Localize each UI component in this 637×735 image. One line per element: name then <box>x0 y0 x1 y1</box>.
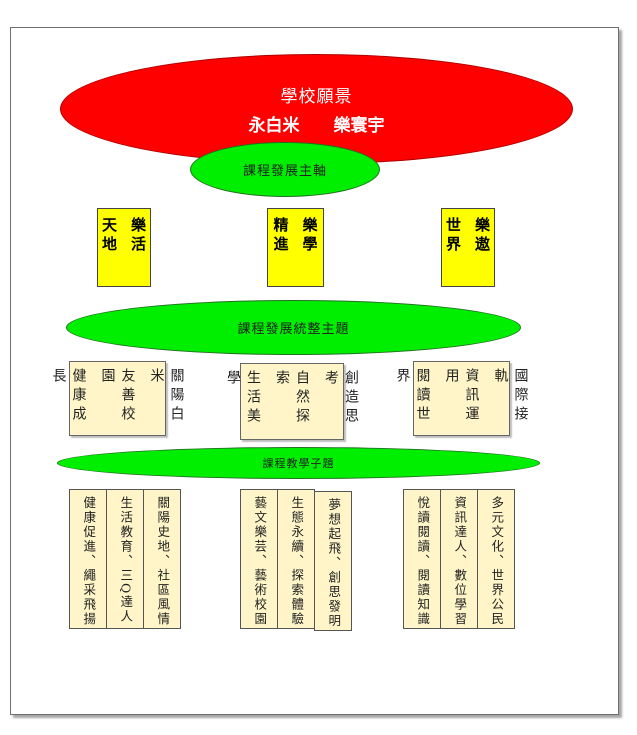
subtheme-text: 悅讀閱讀、閱讀知識 <box>415 496 431 627</box>
vision-items: 永白米 樂寰宇 <box>235 111 399 136</box>
subtheme-text: 藝文樂芸、藝術校園 <box>252 496 268 627</box>
theme-text: 國際接軌 <box>492 368 529 425</box>
subtheme-cell: 藝文樂芸、藝術校園 <box>240 489 278 629</box>
vision-item-1: 永白米 <box>248 116 300 136</box>
pillar-text: 樂學 <box>300 217 319 255</box>
subtheme-cell: 夢想起飛、創思發明 <box>314 491 352 631</box>
pillar-text: 樂活 <box>129 217 147 255</box>
subtheme-text: 夢想起飛、創思發明 <box>326 498 342 629</box>
main-axis-ellipse: 課程發展主軸 <box>190 142 380 197</box>
theme-text: 創造思考 <box>323 370 359 427</box>
theme-box-1: 關陽白米 友善校園 健康成長 <box>51 361 185 436</box>
subtheme-cell: 資訊達人、數位學習 <box>440 489 478 629</box>
theme-text: 生活美學 <box>225 370 261 427</box>
subtheme-text: 多元文化、世界公民 <box>489 496 505 627</box>
subtheme-text: 生活教育、三Q達人 <box>118 496 134 625</box>
subtheme-text: 生態永續、探索體驗 <box>289 496 305 627</box>
vision-item-2: 樂寰宇 <box>333 116 385 136</box>
subtheme-cell: 健康促進、繩采飛揚 <box>69 489 107 629</box>
pillar-text: 天地 <box>100 217 118 255</box>
pillar-box-1: 樂活 天地 <box>97 208 151 287</box>
subtheme-cell: 生活教育、三Q達人 <box>106 489 144 629</box>
pillar-text: 樂遨 <box>473 217 491 255</box>
theme-text: 健康成長 <box>50 368 87 425</box>
subtheme-cell: 關陽史地、社區風情 <box>143 489 181 629</box>
subtheme-text: 健康促進、繩采飛揚 <box>81 496 97 627</box>
theme-box-2: 創造思考 自然探索 生活美學 <box>225 363 359 440</box>
pillar-box-2: 樂學 精進 <box>267 208 324 287</box>
vision-title: 學校願景 <box>280 87 353 107</box>
theme-text: 友善校園 <box>99 368 136 425</box>
subtheme-ellipse: 課程教學子題 <box>57 447 540 479</box>
subtheme-text: 關陽史地、社區風情 <box>155 496 171 627</box>
subtheme-cell: 生態永續、探索體驗 <box>277 489 315 629</box>
theme-box-3: 國際接軌 資訊運用 閱讀世界 <box>395 361 529 436</box>
theme-text: 閱讀世界 <box>394 368 431 425</box>
pillar-text: 精進 <box>271 217 290 255</box>
theme-text: 資訊運用 <box>443 368 480 425</box>
subtheme-cell: 多元文化、世界公民 <box>477 489 515 629</box>
theme-text: 關陽白米 <box>148 368 185 425</box>
unified-theme-ellipse: 課程發展統整主題 <box>66 300 521 355</box>
theme-text: 自然探索 <box>274 370 310 427</box>
pillar-text: 世界 <box>444 217 462 255</box>
unified-theme-label: 課程發展統整主題 <box>237 322 350 337</box>
pillar-box-3: 樂遨 世界 <box>441 208 495 287</box>
subtheme-label: 課程教學子題 <box>262 457 335 470</box>
subtheme-text: 資訊達人、數位學習 <box>452 496 468 627</box>
main-axis-label: 課程發展主軸 <box>242 164 327 179</box>
subtheme-cell: 悅讀閱讀、閱讀知識 <box>403 489 441 629</box>
